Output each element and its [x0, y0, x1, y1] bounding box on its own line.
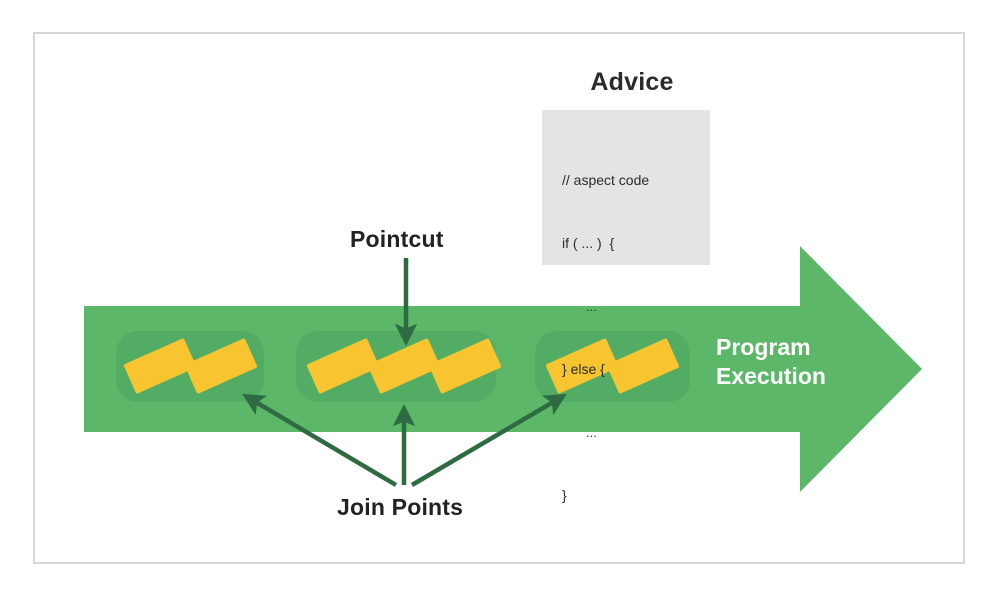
- pointcut-label: Pointcut: [350, 226, 444, 252]
- advice-title: Advice: [590, 68, 674, 96]
- program-execution-label-line1: Program: [716, 334, 811, 360]
- program-execution-label-line2: Execution: [716, 363, 826, 389]
- advice-code-lines: // aspect code if ( ... ) { ... } else {…: [562, 128, 649, 548]
- code-line-ellipsis-1: ...: [586, 299, 597, 314]
- code-line-if: if ( ... ) {: [562, 235, 615, 251]
- join-points-label: Join Points: [337, 494, 464, 520]
- program-execution-label: Program Execution: [716, 333, 896, 391]
- code-line-close-brace: }: [562, 487, 567, 503]
- code-line-else: } else {: [562, 361, 605, 377]
- code-line-ellipsis-2: ...: [586, 425, 597, 440]
- diagram-frame: [33, 32, 965, 564]
- code-line-comment: // aspect code: [562, 172, 650, 188]
- advice-code-box: // aspect code if ( ... ) { ... } else {…: [542, 110, 710, 503]
